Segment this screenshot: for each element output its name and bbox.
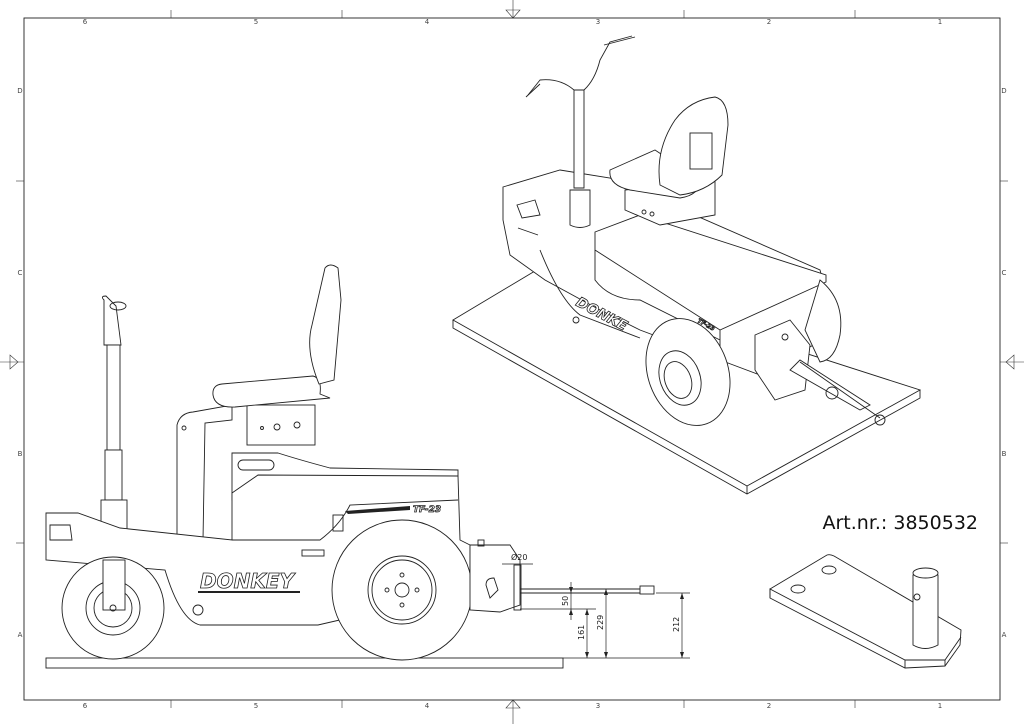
rear-drive-wheel — [331, 519, 473, 661]
column-label: 2 — [767, 702, 771, 710]
article-number: Art.nr.: 3850532 — [822, 512, 978, 534]
dimension-229: 229 — [596, 615, 605, 630]
column-label: 6 — [83, 18, 88, 26]
dimension-161: 161 — [577, 625, 586, 640]
column-label: 1 — [938, 702, 942, 710]
column-label: 3 — [596, 18, 600, 26]
side-view-vehicle: TF-23 DONKEY — [45, 264, 655, 669]
isometric-view-vehicle: DONKE TF-23 — [452, 35, 922, 495]
dimensions: Ø20 50 161 229 212 — [502, 552, 690, 659]
row-label: B — [18, 450, 23, 458]
column-label: 6 — [83, 702, 88, 710]
row-label: A — [18, 631, 23, 639]
column-label: 3 — [596, 702, 600, 710]
model-label: TF-23 — [413, 505, 441, 515]
column-label: 4 — [425, 702, 430, 710]
column-label: 4 — [425, 18, 430, 26]
column-label: 5 — [254, 18, 258, 26]
brand-logo: DONKEY — [200, 569, 297, 593]
seat-bracket — [246, 404, 316, 446]
dimension-212: 212 — [672, 617, 681, 632]
row-label: B — [1002, 450, 1007, 458]
row-label: D — [17, 87, 22, 95]
dimension-pin-diameter: Ø20 — [511, 552, 527, 562]
column-label: 1 — [938, 18, 942, 26]
row-label: C — [1002, 269, 1007, 277]
column-label: 5 — [254, 702, 258, 710]
column-label: 2 — [767, 18, 771, 26]
iso-drive-wheel — [645, 318, 731, 426]
part-detail-view — [769, 554, 962, 669]
seat-cushion — [212, 375, 331, 408]
row-label: A — [1002, 631, 1007, 639]
row-label: D — [1001, 87, 1006, 95]
front-caster-wheel — [61, 556, 165, 660]
row-label: C — [18, 269, 23, 277]
ground-plate — [45, 657, 564, 669]
seat-backrest — [309, 264, 342, 385]
dimension-offset: 50 — [561, 596, 570, 606]
